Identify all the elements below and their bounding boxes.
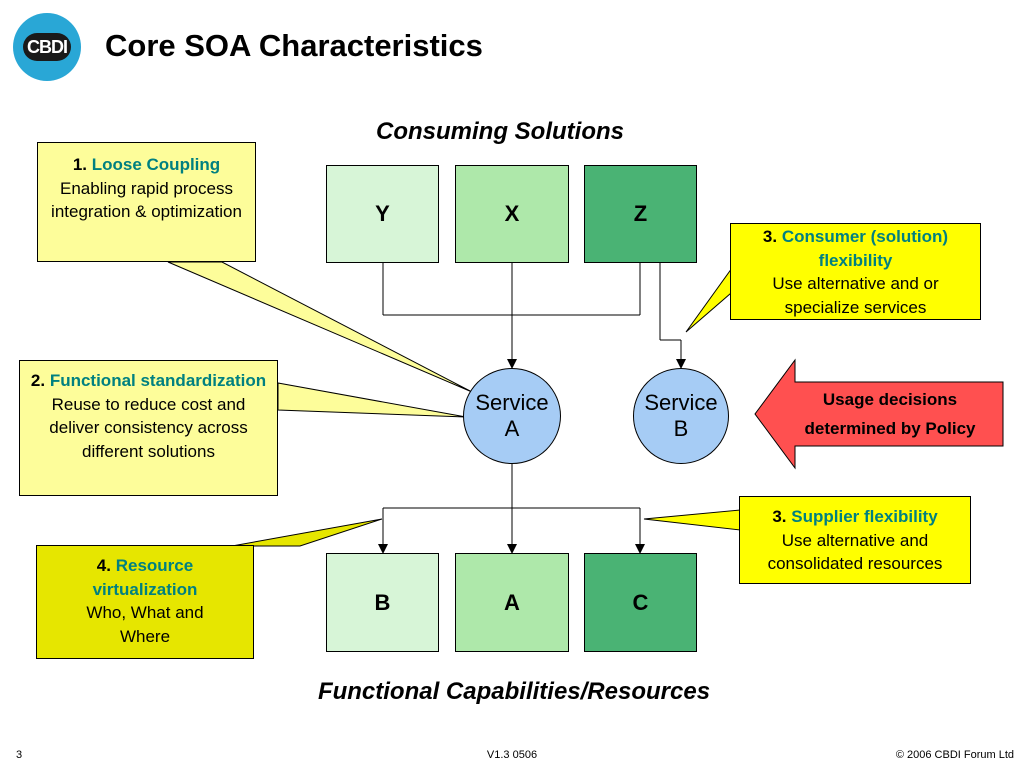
pointer-supplier-flexibility <box>643 509 741 531</box>
callout-3a-keyword: Consumer (solution) flexibility <box>781 227 949 270</box>
callout-1-keyword: Loose Coupling <box>91 155 221 174</box>
callout-3a-text: Use alternative and or specialize servic… <box>772 274 939 317</box>
consumer-box-x: X <box>455 165 569 263</box>
callout-3a-number: 3. <box>762 227 778 246</box>
callout-supplier-flexibility: 3. Supplier flexibility Use alternative … <box>739 496 971 584</box>
callout-1-number: 1. <box>72 155 87 174</box>
callout-4-text: Who, What and Where <box>86 603 204 646</box>
callout-functional-standardization: 2. Functional standardization Reuse to r… <box>19 360 278 496</box>
version-label: V1.3 0506 <box>486 749 538 761</box>
service-b-line1: Service <box>644 390 718 415</box>
callout-3b-keyword: Supplier flexibility <box>791 507 938 526</box>
callout-2-text: Reuse to reduce cost and deliver consist… <box>49 394 248 461</box>
functional-capabilities-heading: Functional Capabilities/Resources <box>317 678 711 705</box>
pointer-loose-coupling <box>167 261 473 393</box>
callout-2-keyword: Functional standardization <box>49 371 267 390</box>
consuming-solutions-heading: Consuming Solutions <box>376 118 624 145</box>
callout-1-text: Enabling rapid process integration & opt… <box>51 178 242 222</box>
callout-4-number: 4. <box>96 556 111 575</box>
resource-box-a: A <box>455 553 569 652</box>
copyright-label: © 2006 CBDI Forum Ltd <box>895 749 1014 761</box>
policy-label: Usage decisions determined by Policy <box>780 385 1000 443</box>
callout-resource-virtualization: 4. Resource virtualization Who, What and… <box>36 545 254 659</box>
service-b-line2: B <box>673 416 689 441</box>
pointer-resource-virtualization <box>231 518 383 547</box>
resource-connectors <box>378 463 645 554</box>
pointer-functional-standardization <box>277 382 467 418</box>
service-a-node: Service A <box>463 368 561 464</box>
policy-line2: determined by Policy <box>804 419 976 438</box>
callout-3b-number: 3. <box>772 507 787 526</box>
page-number: 3 <box>16 749 23 761</box>
service-a-line1: Service <box>475 390 549 415</box>
resource-box-c: C <box>584 553 697 652</box>
service-b-node: Service B <box>633 368 729 464</box>
callout-2-number: 2. <box>30 371 46 390</box>
logo-text: CBDI <box>23 33 71 61</box>
consumer-box-y: Y <box>326 165 439 263</box>
resource-box-b: B <box>326 553 439 652</box>
callout-loose-coupling: 1. Loose Coupling Enabling rapid process… <box>37 142 256 262</box>
consumer-connectors <box>382 262 686 369</box>
policy-arrow <box>754 358 1004 470</box>
service-a-line2: A <box>504 416 520 441</box>
policy-line1: Usage decisions <box>822 390 958 409</box>
callout-4-keyword: Resource virtualization <box>92 556 198 599</box>
callout-3b-text: Use alternative and consolidated resourc… <box>767 530 943 574</box>
consumer-box-z: Z <box>584 165 697 263</box>
callout-consumer-flexibility: 3. Consumer (solution) flexibility Use a… <box>730 223 981 320</box>
cbdi-logo: CBDI <box>13 13 81 81</box>
page-title: Core SOA Characteristics <box>105 28 483 63</box>
